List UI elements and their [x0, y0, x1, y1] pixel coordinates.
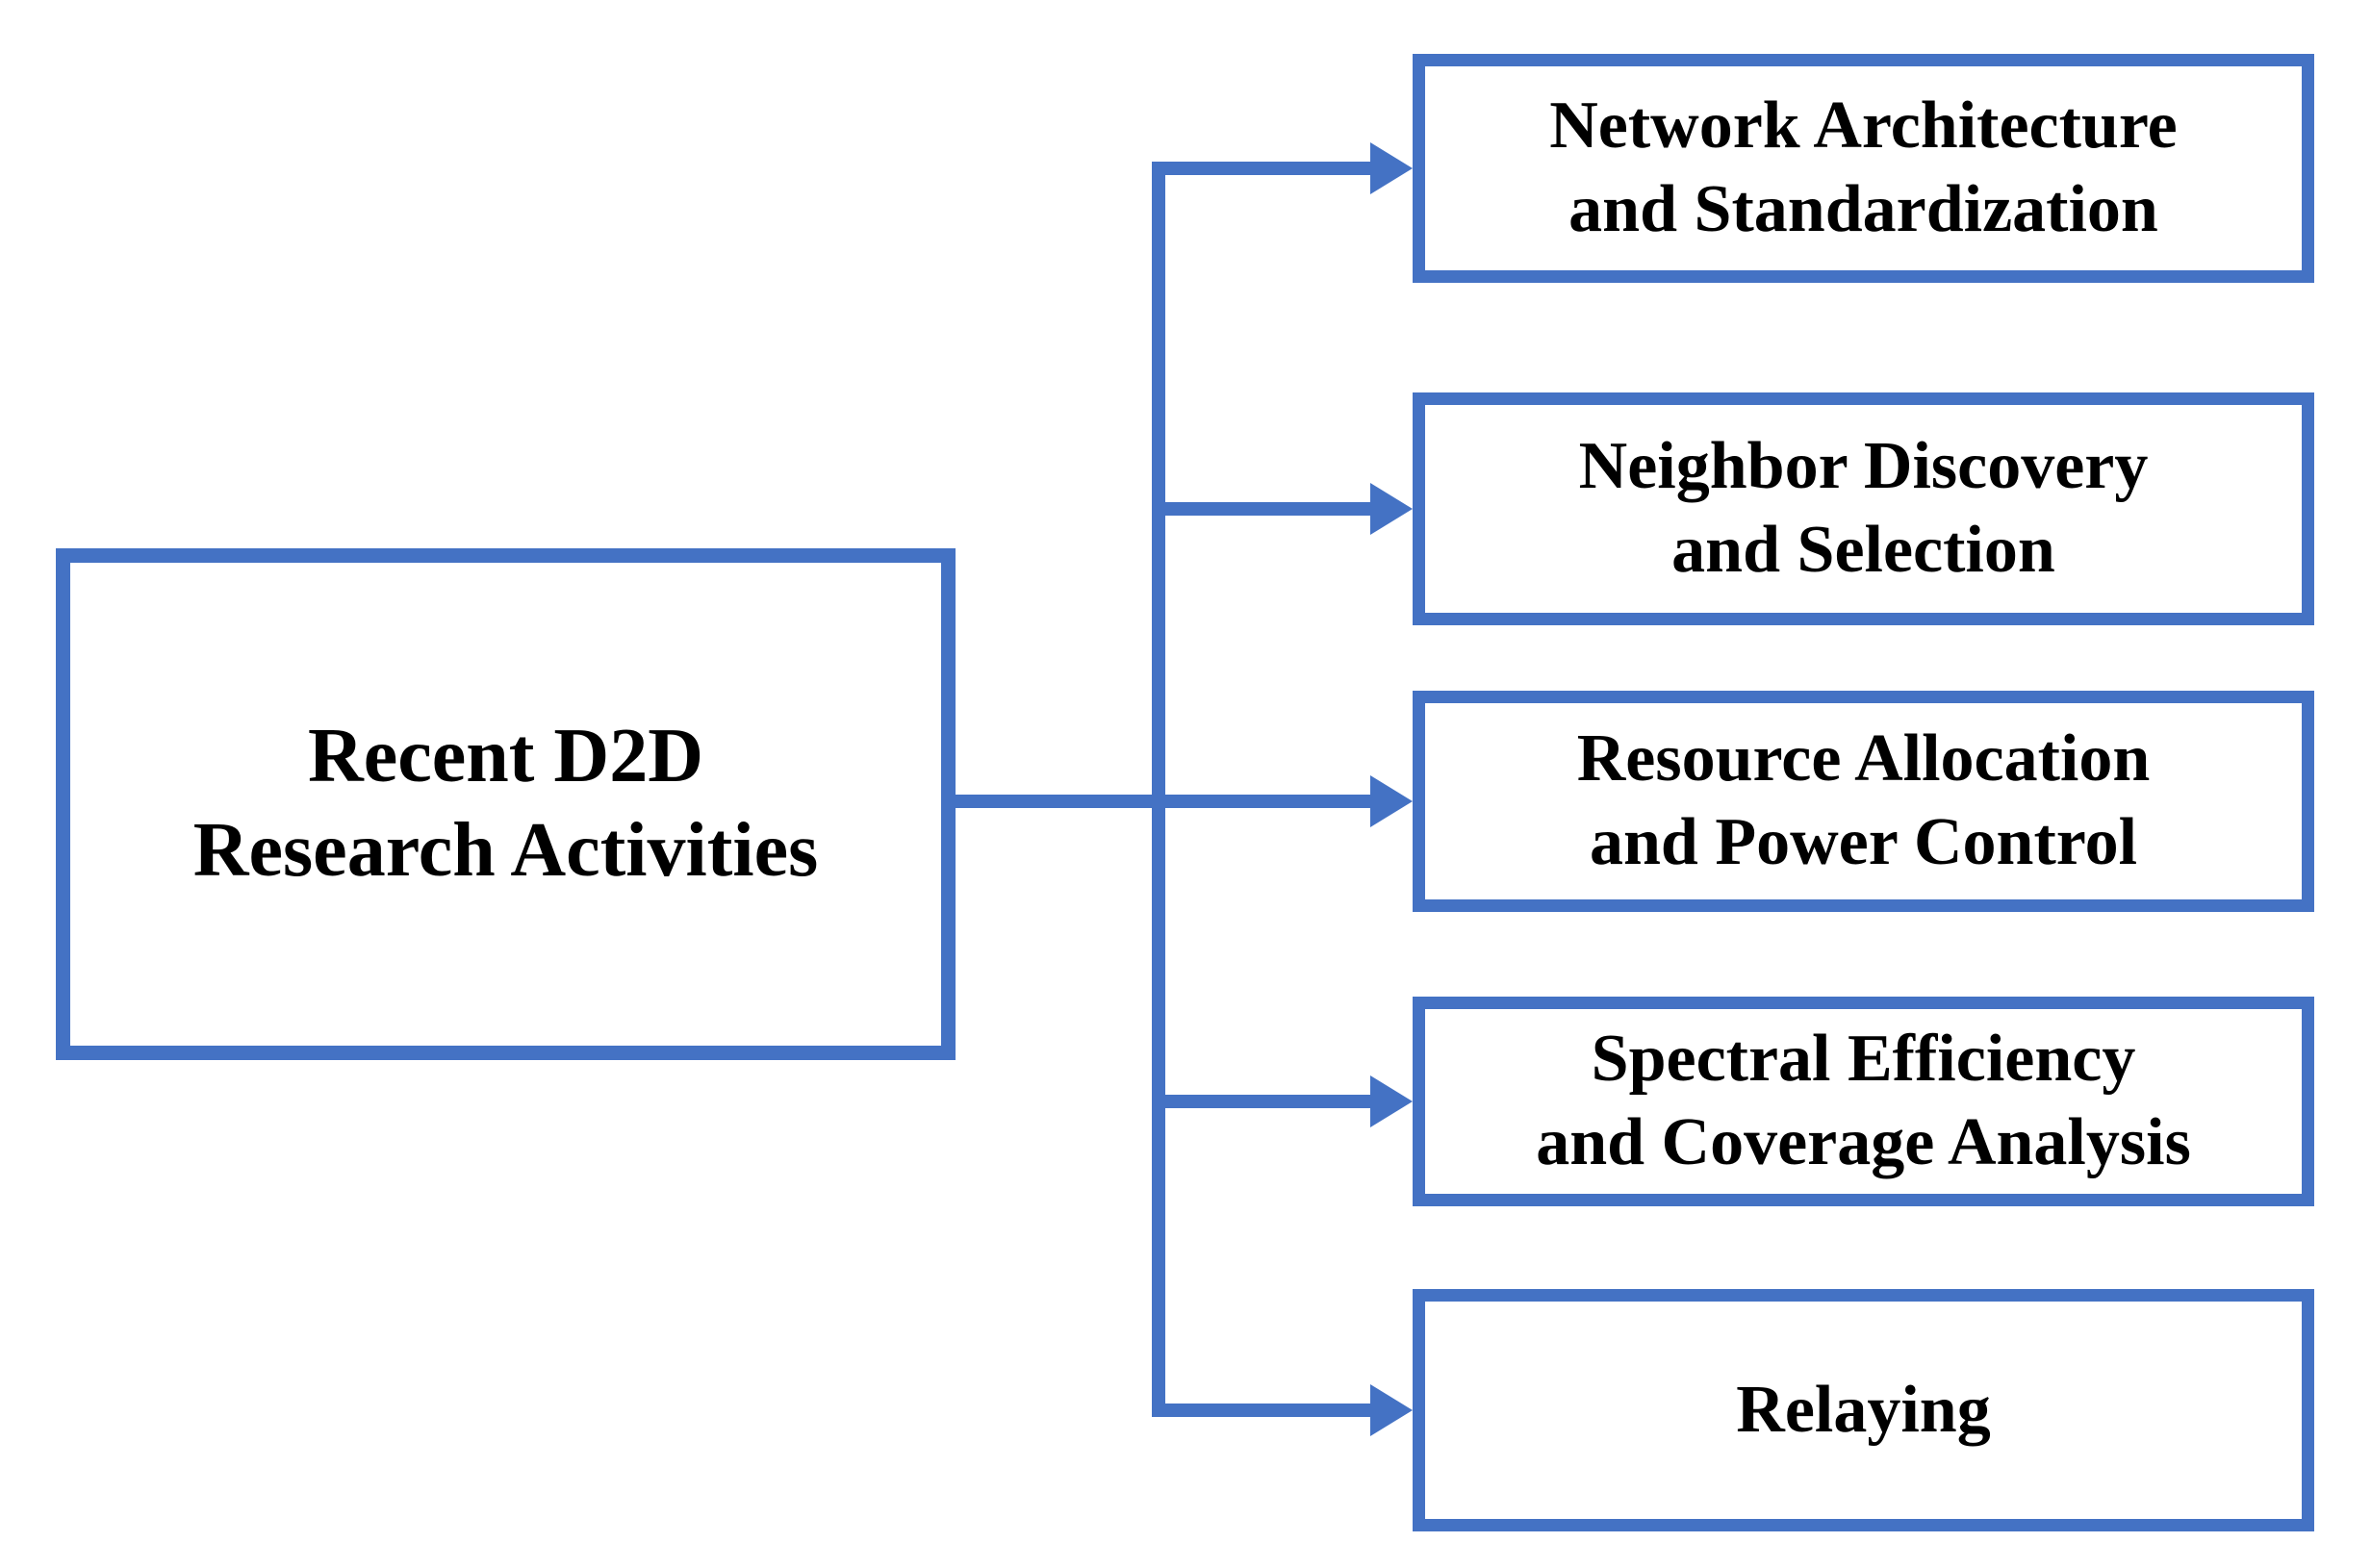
node-resource-allocation-and-power-control: Resource Allocation and Power Control	[1413, 691, 2314, 912]
node-recent-d2d-research-activities: Recent D2D Research Activities	[56, 548, 956, 1060]
connector-trunk	[1152, 162, 1165, 1417]
node-spectral-efficiency-and-coverage-analysis: Spectral Efficiency and Coverage Analysi…	[1413, 997, 2314, 1206]
node-network-architecture-and-standardization: Network Architecture and Standardization	[1413, 54, 2314, 283]
arrowhead-icon	[1370, 775, 1413, 827]
node-label-line: Neighbor Discovery	[1578, 429, 2149, 504]
node-label-line: Recent D2D	[308, 714, 703, 799]
connector-branch-relaying	[1152, 1404, 1371, 1417]
node-label-line: and Standardization	[1568, 172, 2158, 246]
connector-branch-network-architecture	[1152, 162, 1371, 175]
node-relaying: Relaying	[1413, 1289, 2314, 1531]
node-label-line: Relaying	[1736, 1372, 1991, 1447]
node-neighbor-discovery-and-selection: Neighbor Discovery and Selection	[1413, 392, 2314, 625]
node-label-line: Spectral Efficiency	[1591, 1022, 2136, 1097]
connector-branch-spectral-efficiency	[1152, 1095, 1371, 1108]
node-label-line: Network Architecture	[1549, 89, 2178, 164]
arrowhead-icon	[1370, 1075, 1413, 1127]
arrowhead-icon	[1370, 483, 1413, 535]
arrowhead-icon	[1370, 1384, 1413, 1436]
arrowhead-icon	[1370, 142, 1413, 194]
node-label-line: Research Activities	[192, 808, 819, 893]
connector-branch-neighbor-discovery	[1152, 502, 1371, 516]
node-label-line: and Power Control	[1589, 805, 2138, 879]
node-label-line: and Coverage Analysis	[1536, 1105, 2191, 1179]
node-label-line: Resource Allocation	[1576, 721, 2151, 797]
node-label-line: and Selection	[1671, 513, 2055, 587]
